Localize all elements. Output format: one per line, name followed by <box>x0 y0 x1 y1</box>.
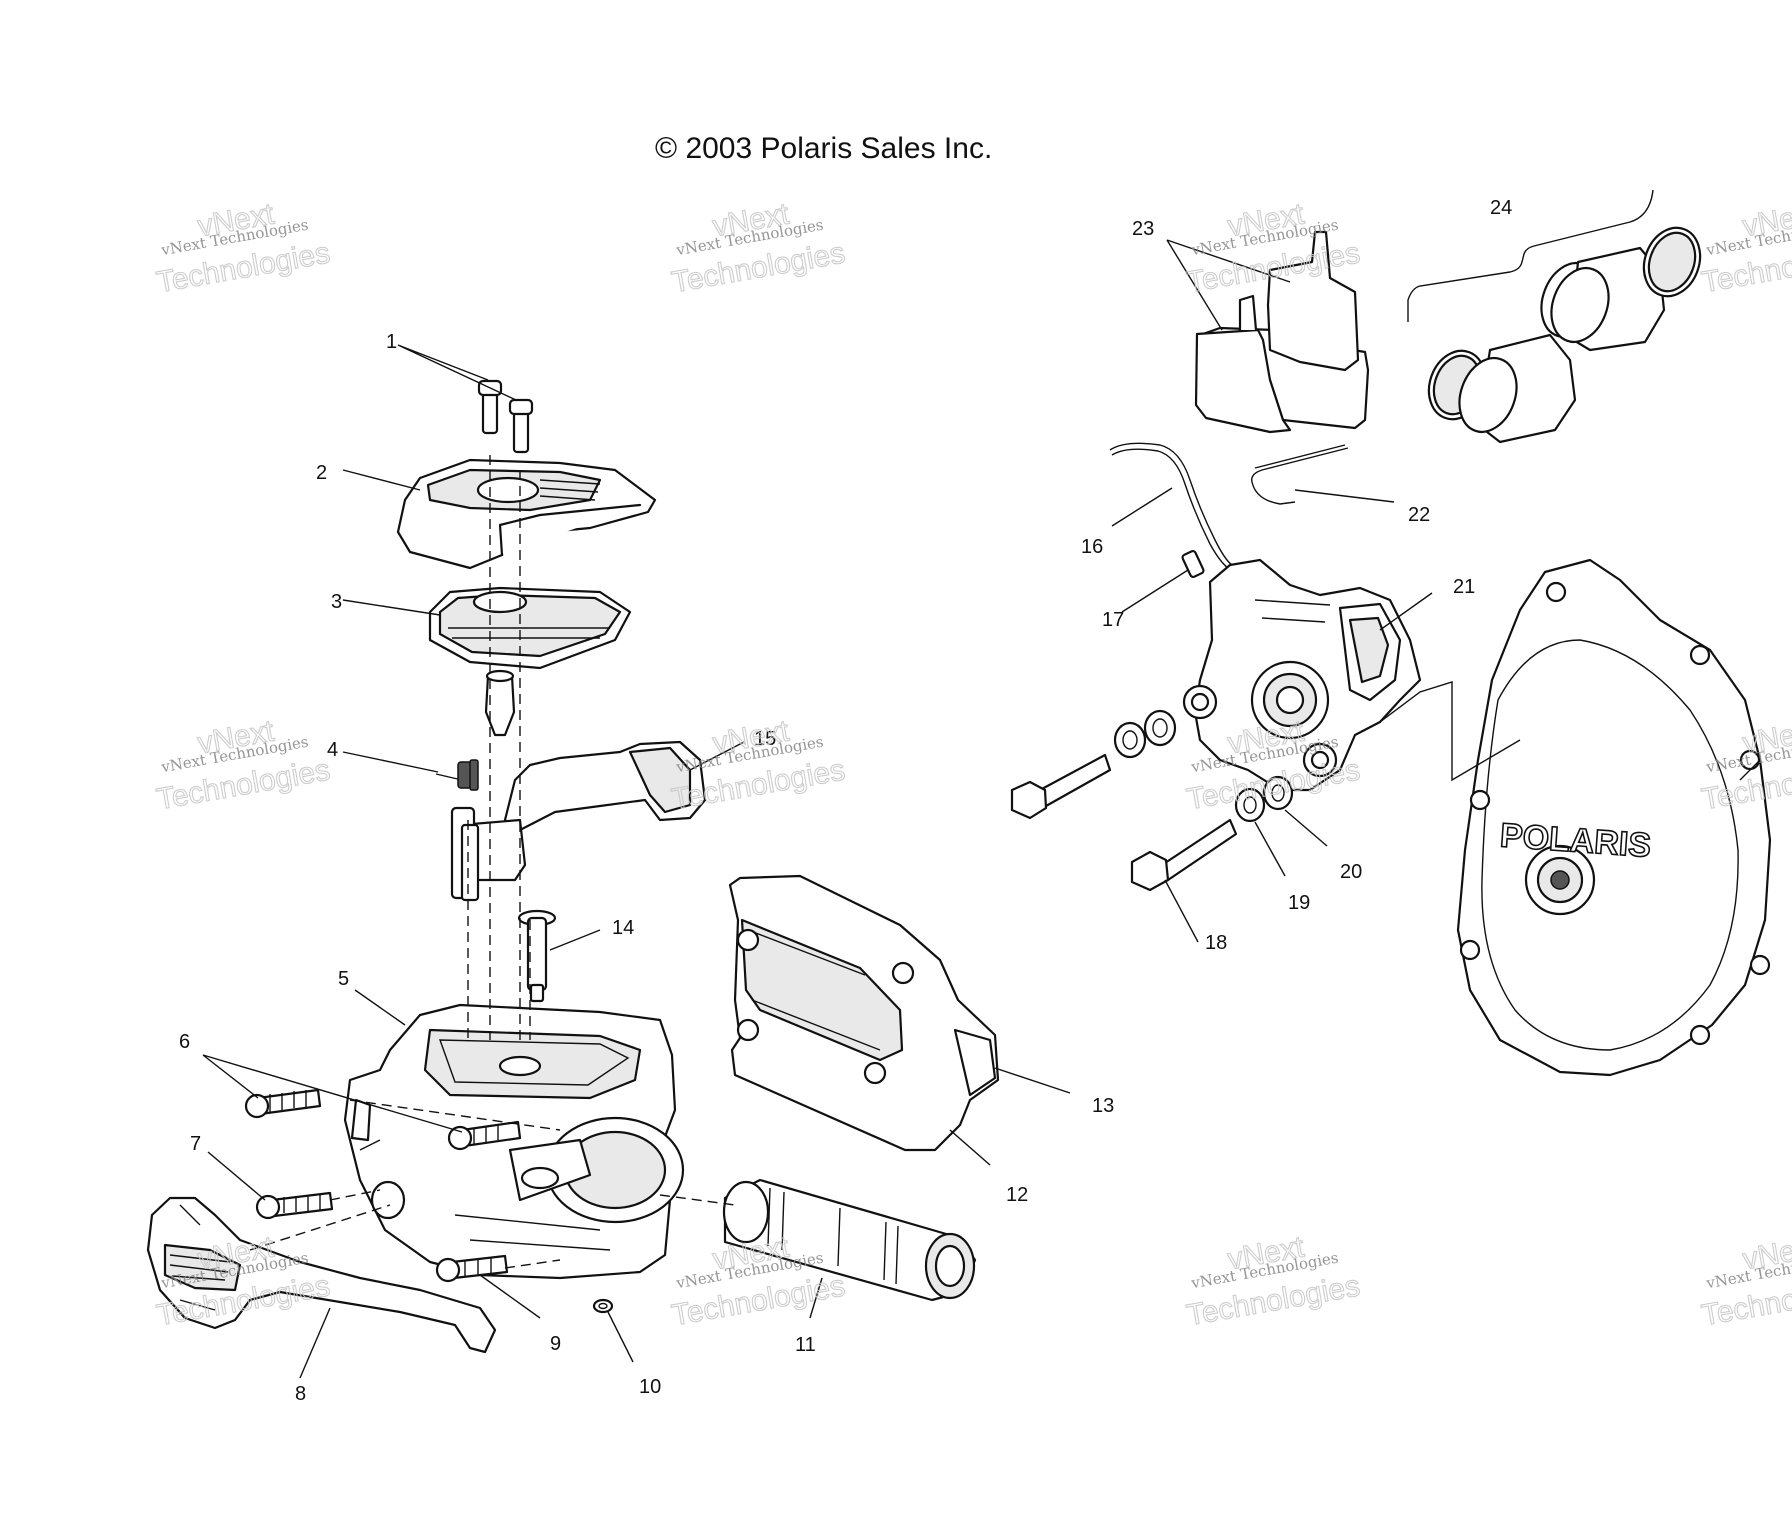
callout-7: 7 <box>190 1133 201 1155</box>
callout-16: 16 <box>1081 536 1103 558</box>
part-cylinder-body <box>343 1003 685 1280</box>
callout-11: 11 <box>795 1334 816 1356</box>
part-parking-lever <box>146 1196 497 1354</box>
callout-2: 2 <box>316 462 327 484</box>
callout-18: 18 <box>1205 932 1227 954</box>
callout-19: 19 <box>1288 892 1310 914</box>
master-cylinder-assembly <box>146 379 1000 1354</box>
part-brake-line <box>1109 442 1233 569</box>
part-bolts <box>1010 753 1238 892</box>
watermark: vNext vNext Technologies Technologies <box>1184 714 1363 817</box>
part-brake-pads <box>1194 230 1370 434</box>
callout-23: 23 <box>1132 218 1154 240</box>
part-clip <box>1251 444 1349 505</box>
leader-lines <box>202 239 1433 1379</box>
watermark: vNext vNext Technologies Technologies <box>154 197 333 300</box>
callout-1: 1 <box>386 331 397 353</box>
callout-20: 20 <box>1340 861 1362 883</box>
part-piston <box>484 669 516 737</box>
part-washers <box>1113 709 1294 823</box>
part-clamp <box>728 874 1000 1152</box>
part-spring <box>435 759 479 791</box>
callout-21: 21 <box>1453 576 1475 598</box>
callout-12: 12 <box>1006 1184 1028 1206</box>
part-reservoir-cover <box>396 458 657 570</box>
watermark: vNext vNext Technologies Technologies <box>1699 197 1792 300</box>
part-brake-lever <box>450 740 707 902</box>
part-screw-9 <box>435 1254 509 1283</box>
watermark: vNext vNext Technologies Technologies <box>154 714 333 817</box>
callout-17: 17 <box>1102 609 1124 631</box>
callout-15: 15 <box>754 728 776 750</box>
part-case-cover: POLARIS <box>1456 558 1772 1077</box>
callout-numbers: 1 2 3 4 5 6 7 8 9 10 11 12 13 14 15 16 1… <box>179 197 1512 1405</box>
part-sleeve <box>722 1178 977 1302</box>
copyright-text: © 2003 Polaris Sales Inc. <box>655 132 992 165</box>
part-diaphragm <box>428 586 632 670</box>
callout-4: 4 <box>327 739 338 761</box>
caliper-assembly: POLARIS <box>1010 189 1772 1077</box>
watermark: vNext vNext Technologies Technologies <box>669 714 848 817</box>
callout-24: 24 <box>1490 197 1512 219</box>
part-cover-screws <box>477 379 534 454</box>
part-body-screws <box>244 1088 522 1151</box>
part-caliper <box>1181 550 1422 792</box>
watermark: vNext vNext Technologies Technologies <box>1184 1230 1363 1333</box>
part-screw-7 <box>255 1191 334 1220</box>
callout-14: 14 <box>612 917 634 939</box>
callout-22: 22 <box>1408 504 1430 526</box>
callout-10: 10 <box>639 1376 661 1398</box>
part-washer-10 <box>592 1298 614 1314</box>
part-pivot-pin <box>517 909 557 1003</box>
watermark: vNext vNext Technologies Technologies <box>669 197 848 300</box>
callout-9: 9 <box>550 1333 561 1355</box>
callout-13: 13 <box>1092 1095 1114 1117</box>
watermark: vNext vNext Technologies Technologies <box>1699 1230 1792 1333</box>
callout-3: 3 <box>331 591 342 613</box>
callout-6: 6 <box>179 1031 190 1053</box>
part-piston-seals <box>1407 189 1702 444</box>
callout-8: 8 <box>295 1383 306 1405</box>
callout-5: 5 <box>338 968 349 990</box>
